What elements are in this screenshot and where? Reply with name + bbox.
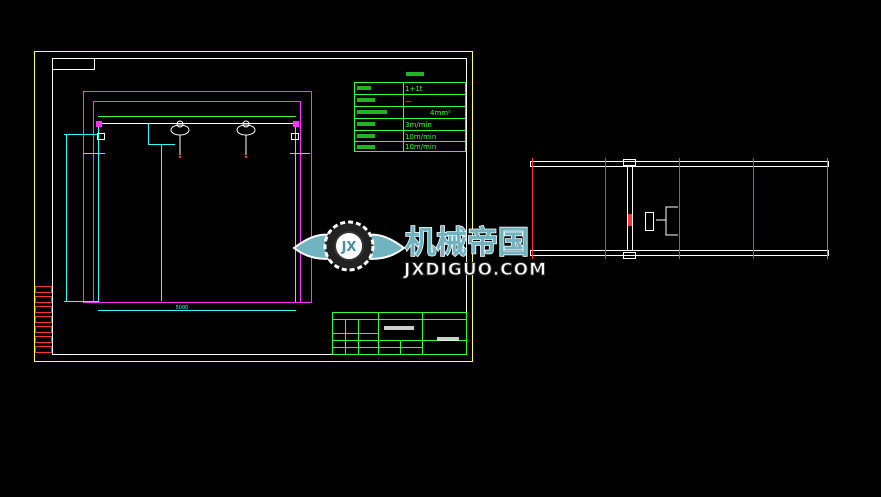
sheet-outer-frame [34, 51, 473, 362]
span-dimension-label: 5000 [176, 305, 189, 311]
param-value-5: 10m/min [405, 133, 436, 141]
sheet-corner-box [52, 58, 95, 70]
watermark-site: JXDIGUO.COM [403, 260, 547, 280]
hoist-1 [170, 120, 190, 159]
param-value-6: 10m/min [405, 143, 436, 151]
end-carriage-right [293, 121, 299, 127]
dimension-lines [64, 123, 310, 311]
param-value-3: 4mm² [430, 109, 451, 117]
param-value-4: 3m/min [405, 121, 432, 129]
building-outline-inner [93, 101, 301, 303]
end-carriage-left [96, 121, 102, 127]
left-stamp-boxes [35, 286, 52, 353]
emblem-text: JX [341, 240, 357, 255]
title-block [332, 312, 467, 355]
param-value-1: 1+1t [405, 85, 423, 93]
table-label-glyphs [357, 86, 387, 149]
title-block-drawing-name [384, 326, 414, 330]
watermark-logo: JX 机械帝国 JXDIGUO.COM [292, 220, 547, 281]
parameters-table [354, 82, 466, 152]
hoist-2 [236, 120, 256, 159]
rail-support-right [291, 133, 299, 140]
sheet-inner-border [52, 58, 467, 355]
param-value-2: — [405, 97, 412, 105]
watermark-title: 机械帝国 [405, 225, 529, 261]
table-title-glyphs [406, 72, 424, 76]
rail-support-left [97, 133, 105, 140]
title-block-drawing-number [437, 337, 459, 341]
plan-view [530, 158, 829, 259]
